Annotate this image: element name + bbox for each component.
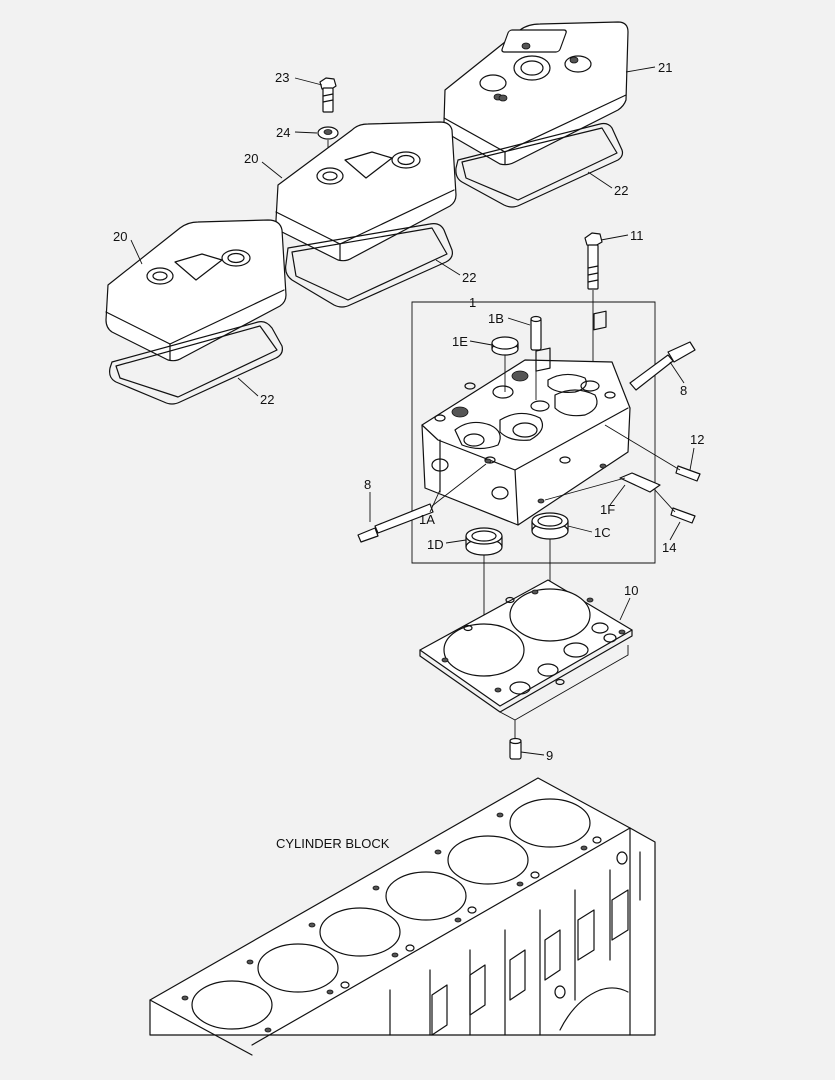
head-gasket-10 [419, 579, 633, 713]
valve-seat-1E [491, 336, 519, 356]
cylinder-head [421, 310, 631, 526]
callout-21: 21 [658, 60, 672, 75]
valve-cover-20-left [105, 219, 287, 362]
callout-1B: 1B [488, 311, 504, 326]
stud-12 [675, 465, 701, 482]
callout-1E: 1E [452, 334, 468, 349]
seat-ring-1D [465, 527, 503, 556]
assembly-box-1 [411, 301, 656, 564]
washer-24 [317, 126, 339, 140]
callout-22-top: 22 [614, 183, 628, 198]
callout-1F: 1F [600, 502, 615, 517]
gasket-22-middle [285, 223, 453, 308]
callout-1C: 1C [594, 525, 611, 540]
callout-9: 9 [546, 748, 553, 763]
bolt-11 [584, 232, 603, 290]
callout-1: 1 [469, 295, 476, 310]
valve-cover-20-middle [275, 121, 457, 262]
callout-11: 11 [630, 228, 644, 243]
cylinder-block [149, 777, 656, 1056]
dowel-9 [509, 737, 522, 760]
callout-22-middle: 22 [462, 270, 476, 285]
callout-1D: 1D [427, 537, 444, 552]
callout-8-right: 8 [680, 383, 687, 398]
stud-8-left [357, 503, 434, 543]
callout-10: 10 [624, 583, 638, 598]
callout-8-left: 8 [364, 477, 371, 492]
callout-23: 23 [275, 70, 289, 85]
callout-20-left: 20 [113, 229, 127, 244]
callout-24: 24 [276, 125, 290, 140]
cylinder-block-label: CYLINDER BLOCK [276, 836, 390, 851]
stud-14 [670, 507, 696, 524]
valve-guide-1B [530, 315, 542, 351]
valve-cover-21 [443, 21, 629, 166]
callout-20-middle: 20 [244, 151, 258, 166]
leader-lines [130, 66, 695, 756]
stud-8-right [629, 341, 696, 391]
seat-ring-1C [531, 512, 569, 540]
bolt-23 [319, 77, 337, 113]
sleeve-1F [619, 472, 661, 493]
gasket-22-top [455, 122, 624, 208]
callout-12: 12 [690, 432, 704, 447]
callout-14: 14 [662, 540, 676, 555]
gasket-22-left [109, 321, 283, 405]
callout-1A: 1A [419, 512, 435, 527]
callout-22-left: 22 [260, 392, 274, 407]
